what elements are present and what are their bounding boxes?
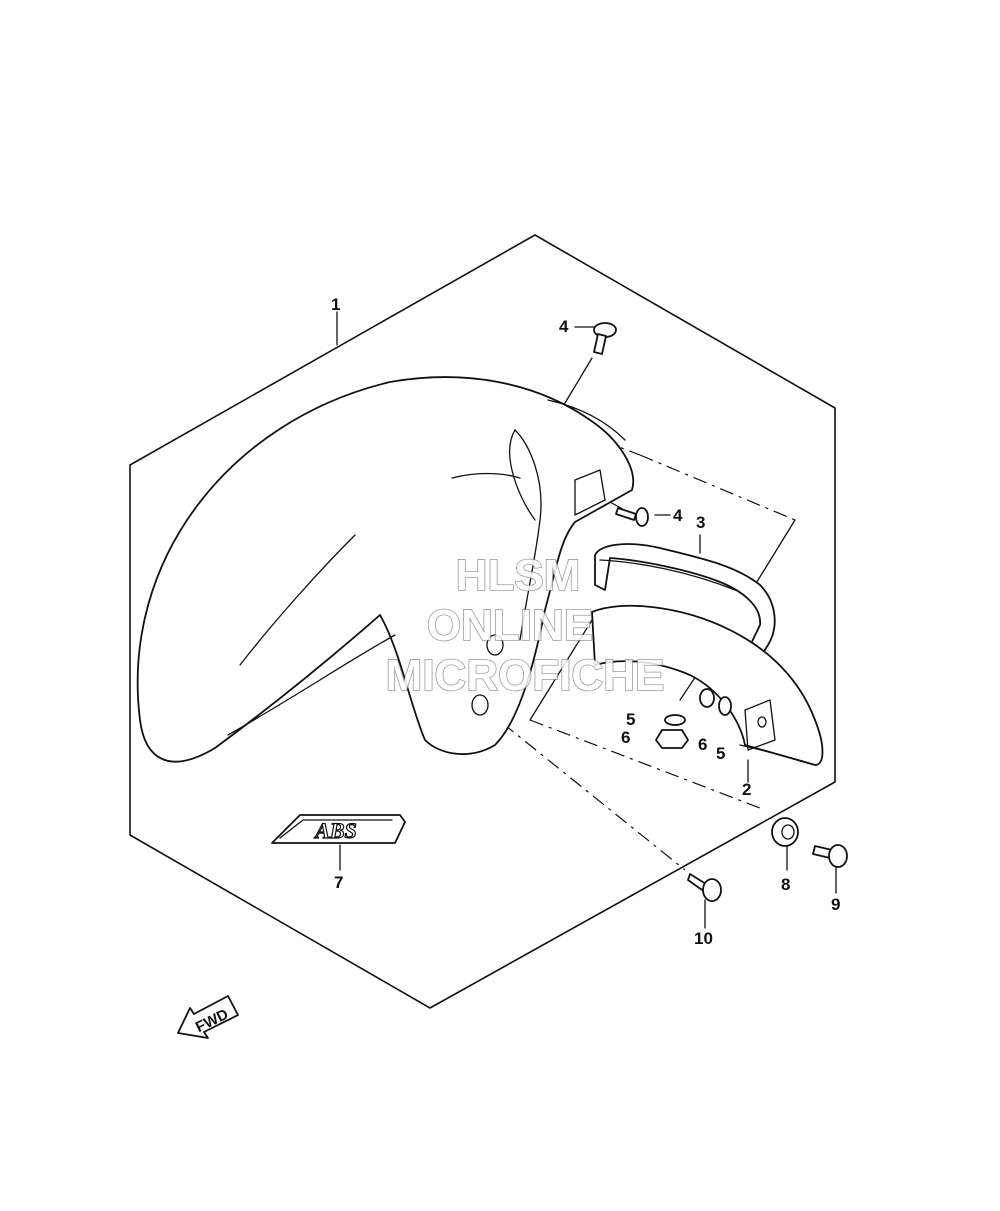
- callout-numbers: 1 4 4 3 5 6 6 5 2 7 8 9 10: [331, 295, 840, 948]
- front-fender-part: [136, 376, 634, 763]
- watermark-line-1: HLSM: [456, 551, 581, 600]
- assembly-boundary-hexagon: [129, 234, 836, 1009]
- nut-6-left: [655, 729, 689, 749]
- fasteners: [593, 322, 848, 902]
- callout-9: 9: [831, 895, 840, 914]
- screw-4-top: [593, 322, 617, 355]
- callout-4-top: 4: [559, 317, 569, 336]
- nut-6-right: [699, 688, 715, 708]
- abs-emblem-text: ABS: [313, 818, 357, 843]
- callout-2: 2: [742, 780, 751, 799]
- callout-6-left: 6: [621, 728, 630, 747]
- callout-1: 1: [331, 295, 340, 314]
- screw-10: [687, 873, 722, 902]
- grommet-8: [771, 817, 799, 847]
- callout-10: 10: [694, 929, 713, 948]
- callout-5-right: 5: [716, 744, 725, 763]
- fender-bracket-part: [594, 543, 776, 671]
- washer-5-left: [664, 714, 686, 726]
- callout-7: 7: [334, 873, 343, 892]
- callout-6-right: 6: [698, 735, 707, 754]
- callout-4-side: 4: [673, 506, 683, 525]
- callout-8: 8: [781, 875, 790, 894]
- abs-emblem-part: ABS: [271, 814, 406, 844]
- screw-4-side: [615, 507, 649, 527]
- washer-5-right: [718, 696, 732, 716]
- watermark-line-3: MICROFICHE: [386, 651, 665, 700]
- watermark: HLSM ONLINE MICROFICHE: [385, 550, 665, 701]
- callout-3: 3: [696, 513, 705, 532]
- forward-direction-arrow: FWD: [177, 995, 239, 1039]
- screw-9: [812, 844, 848, 868]
- callout-5-left: 5: [626, 710, 635, 729]
- inner-fender-part: [591, 604, 824, 766]
- watermark-line-2: ONLINE: [427, 601, 593, 650]
